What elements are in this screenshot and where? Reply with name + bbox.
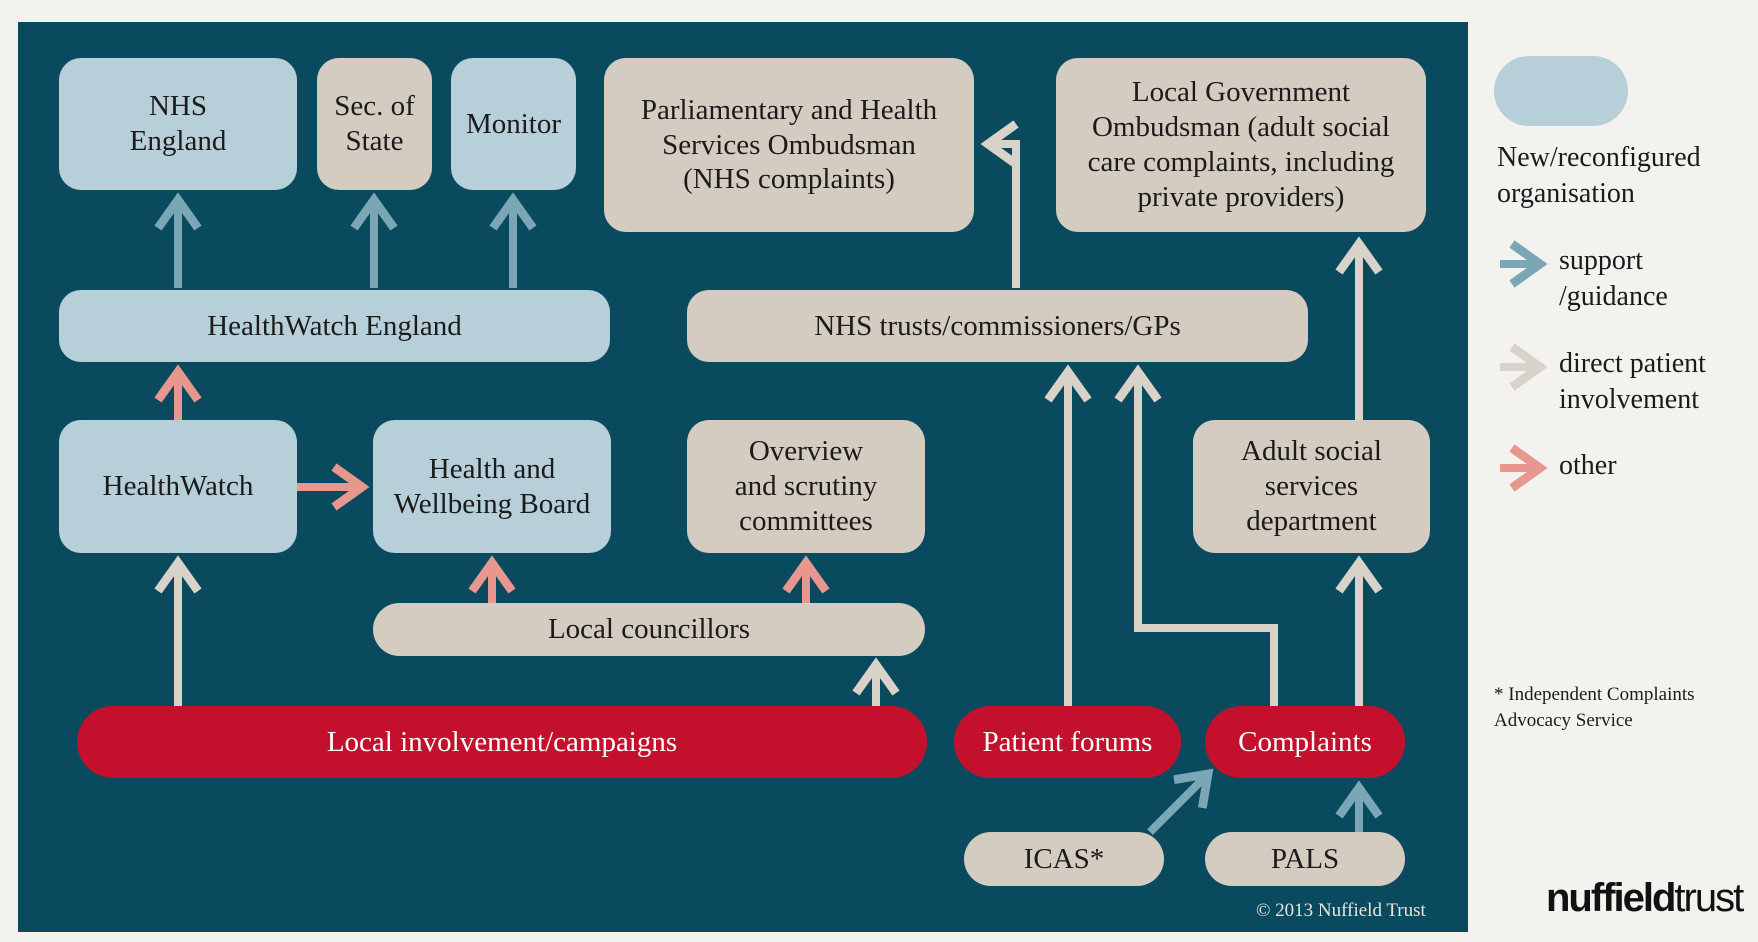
logo-part-nuffield: nuffield xyxy=(1546,876,1676,920)
lgo-box: Local Government Ombudsman (adult social… xyxy=(1056,58,1426,232)
local-involvement-box: Local involvement/campaigns xyxy=(77,706,927,778)
legend-new-org-swatch xyxy=(1494,56,1628,126)
legend-new-org-label: New/reconfigured organisation xyxy=(1497,142,1701,210)
nhs-trusts-box: NHS trusts/commissioners/GPs xyxy=(687,290,1308,362)
copyright-text: © 2013 Nuffield Trust xyxy=(1256,900,1426,921)
health-wellbeing-board-box: Health and Wellbeing Board xyxy=(373,420,611,553)
icas-footnote: * Independent Complaints Advocacy Servic… xyxy=(1494,684,1695,731)
legend-direct-label: direct patient involvement xyxy=(1559,348,1706,416)
monitor-box: Monitor xyxy=(451,58,576,190)
legend-support-label: support /guidance xyxy=(1559,245,1668,313)
nuffield-trust-logo: nuffieldtrust xyxy=(1546,876,1744,921)
adult-social-services-box: Adult social services department xyxy=(1193,420,1430,553)
logo-part-trust: trust xyxy=(1674,876,1744,920)
nhs-england-box: NHS England xyxy=(59,58,297,190)
overview-scrutiny-box: Overview and scrutiny committees xyxy=(687,420,925,553)
local-councillors-box: Local councillors xyxy=(373,603,925,656)
healthwatch-england-box: HealthWatch England xyxy=(59,290,610,362)
icas-box: ICAS* xyxy=(964,832,1164,886)
phso-box: Parliamentary and Health Services Ombuds… xyxy=(604,58,974,232)
legend-other-label: other xyxy=(1559,450,1617,481)
sec-of-state-box: Sec. of State xyxy=(317,58,432,190)
healthwatch-box: HealthWatch xyxy=(59,420,297,553)
pals-box: PALS xyxy=(1205,832,1405,886)
patient-forums-box: Patient forums xyxy=(954,706,1181,778)
complaints-box: Complaints xyxy=(1205,706,1405,778)
